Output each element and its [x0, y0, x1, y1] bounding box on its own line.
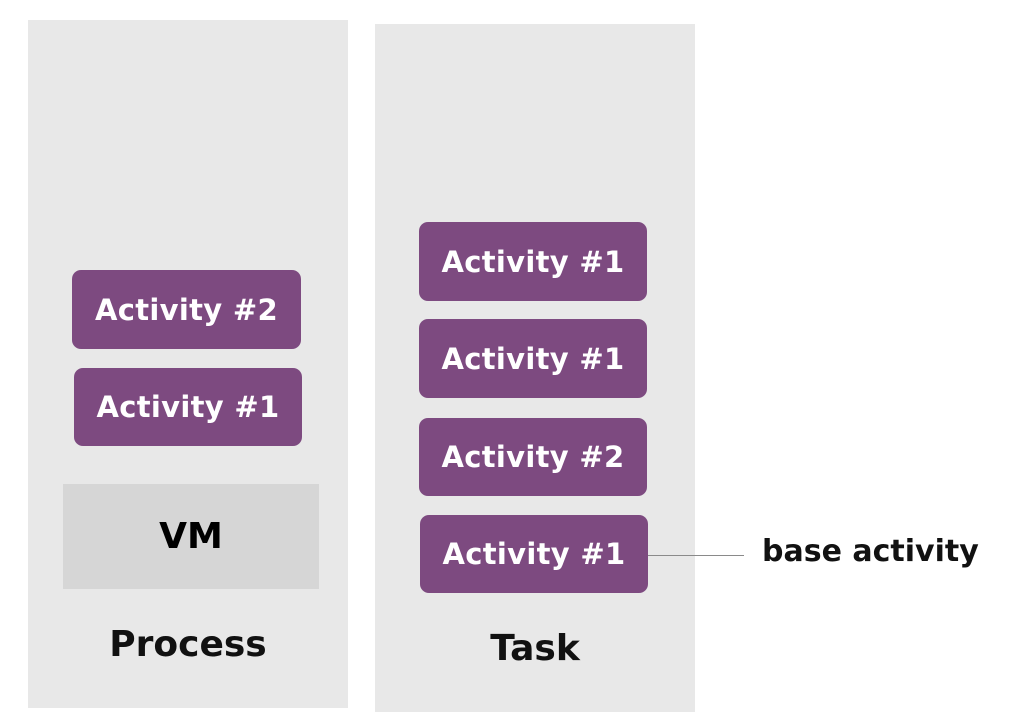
task-activity-label: Activity #1	[441, 341, 625, 376]
task-activity-label: Activity #2	[441, 440, 625, 474]
task-activity-box: Activity #1	[419, 222, 647, 301]
process-activity-1-box: Activity #1	[74, 368, 302, 446]
base-activity-label: base activity	[762, 534, 979, 569]
base-activity-leader-line	[648, 555, 744, 556]
task-caption: Task	[490, 628, 580, 669]
task-activity-box: Activity #2	[419, 418, 647, 496]
task-activity-box: Activity #1	[419, 319, 647, 398]
process-activity-label: Activity #2	[95, 292, 278, 327]
vm-label: VM	[159, 516, 223, 557]
vm-box: VM	[63, 484, 319, 589]
process-panel	[28, 20, 348, 708]
process-caption: Process	[109, 624, 267, 665]
process-activity-label: Activity #1	[96, 390, 280, 424]
task-activity-label: Activity #1	[442, 537, 626, 571]
base-activity-box: Activity #1	[420, 515, 648, 593]
process-activity-2-box: Activity #2	[72, 270, 301, 349]
task-activity-label: Activity #1	[441, 244, 625, 279]
